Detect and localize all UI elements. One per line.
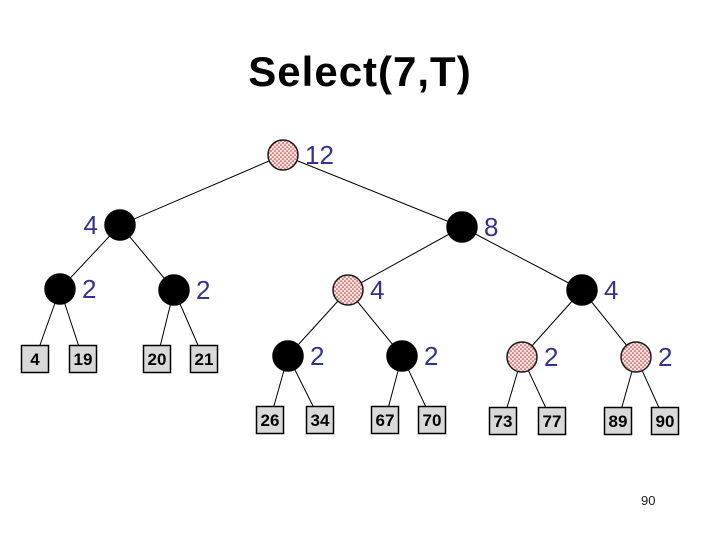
tree-leaf-label: 4 [30,350,40,369]
tree-node-label: 12 [305,140,334,170]
tree-edge [282,154,463,228]
tree-edge [119,154,284,226]
tree-leaf-label: 21 [195,350,214,369]
slide-title: Select(7,T) [248,48,472,95]
tree-leaf-label: 34 [311,411,330,430]
tree-leaf-label: 19 [74,350,93,369]
tree-node-4-stippled [332,274,364,306]
tree-edge [461,226,583,291]
tree-nodes [44,139,652,373]
tree-leaf-label: 20 [148,350,167,369]
tree-leaf-box-34 [305,405,335,435]
tree-leaf-label: 70 [423,411,442,430]
tree-leaf-label: 26 [261,411,280,430]
tree-edge [347,226,463,291]
tree-leaf-box-70 [417,405,447,435]
tree-node-label: 4 [84,210,98,240]
tree-node-2-black [272,340,304,372]
tree-node-2-black [44,273,76,305]
tree-node-2-stippled [506,341,538,373]
tree-leaf-box-20 [142,344,172,374]
tree-node-12-stippled [267,139,299,171]
tree-leaf-box-67 [370,405,400,435]
tree-node-2-black [158,274,190,306]
tree-leaf-label: 73 [494,412,513,431]
tree-node-label: 2 [658,342,672,372]
tree-leaf-box-21 [189,344,219,374]
tree-leaf-box-26 [255,405,285,435]
tree-leaf-box-77 [537,406,567,436]
tree-node-4-black [104,209,136,241]
tree-leaf-label: 77 [543,412,562,431]
tree-node-2-stippled [620,341,652,373]
tree-leaf-label: 89 [609,412,628,431]
tree-node-label: 8 [484,212,498,242]
tree-labels: 12 4 8 2 2 4 4 2 2 2 2 [82,140,672,372]
tree-leaf-box-4 [20,344,50,374]
tree-node-label: 2 [82,274,96,304]
tree-leaf-box-90 [650,406,680,436]
tree-node-label: 4 [370,275,384,305]
tree-node-8-black [446,211,478,243]
tree-leaf-label: 67 [376,411,395,430]
tree-leaves: 4 19 20 21 26 34 67 70 73 77 89 90 [20,344,680,436]
tree-leaf-box-19 [68,344,98,374]
tree-leaf-box-73 [488,406,518,436]
tree-node-label: 4 [604,275,618,305]
tree-node-label: 2 [544,342,558,372]
tree-node-4-black [566,274,598,306]
page-number: 90 [641,493,656,508]
tree-leaf-label: 90 [656,412,675,431]
tree-leaf-box-89 [603,406,633,436]
tree-node-label: 2 [310,341,324,371]
tree-node-2-black [386,340,418,372]
tree-node-label: 2 [424,341,438,371]
tree-node-label: 2 [196,275,210,305]
